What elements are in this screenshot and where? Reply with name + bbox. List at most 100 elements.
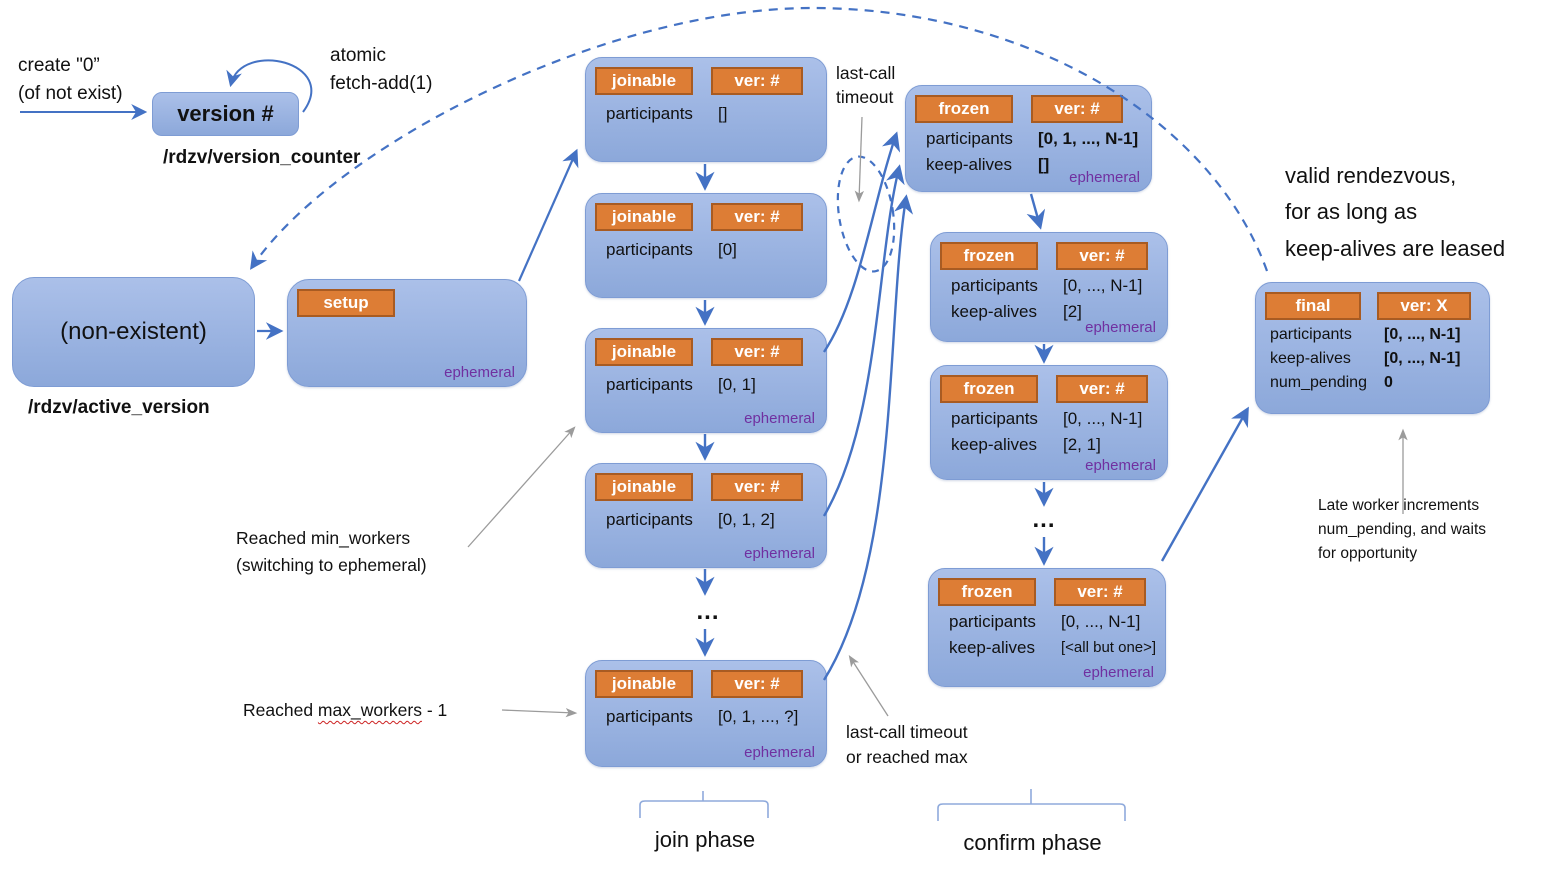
version-badge: ver: # (711, 203, 803, 231)
field-value: [0, ..., N-1] (1063, 409, 1143, 428)
field-label: participants (606, 104, 693, 123)
version-badge: ver: # (1056, 375, 1148, 403)
field-value: [2] (1063, 302, 1082, 321)
field-value: 0 (1384, 374, 1393, 391)
field-value: [0, ..., N-1] (1063, 276, 1143, 295)
nonexistent-label: (non-existent) (60, 318, 207, 345)
join-to-frozen-arrow (822, 194, 914, 681)
field-label: participants (606, 240, 693, 259)
ephemeral-label: ephemeral (1083, 664, 1154, 681)
atomic-fetch-add-label: atomic fetch-add(1) (330, 45, 433, 94)
state-badge: joinable (595, 473, 693, 501)
field-label: participants (951, 276, 1038, 295)
join-state-4: joinable ver: # participants [0, 1, 2] e… (585, 463, 827, 568)
field-label: keep-alives (949, 638, 1035, 657)
version-counter-label: version # (177, 101, 274, 126)
frozen-state-4: frozen ver: # participants [0, ..., N-1]… (928, 568, 1166, 687)
state-badge: final (1265, 292, 1361, 320)
reached-max-workers-label: Reached max_workers - 1 (243, 698, 447, 723)
field-label: participants (926, 129, 1013, 148)
reached-max-suffix: - 1 (421, 700, 448, 720)
nonexistent-box: (non-existent) (12, 277, 255, 387)
last-call-ellipse (836, 155, 896, 273)
version-badge: ver: # (711, 338, 803, 366)
create-zero-label: create "0” (of not exist) (18, 55, 123, 104)
field-label: keep-alives (926, 155, 1012, 174)
last-call-or-max-label: last-call timeout or reached max (846, 722, 968, 767)
reached-max-prefix: Reached (243, 700, 318, 720)
setup-state-box: setup ephemeral (287, 279, 527, 387)
frozen-state-2: frozen ver: # participants [0, ..., N-1]… (930, 232, 1168, 342)
state-badge: frozen (940, 375, 1038, 403)
state-badge: frozen (940, 242, 1038, 270)
final-state-box: final ver: X participants [0, ..., N-1] … (1255, 282, 1490, 414)
field-value: [0, 1] (718, 375, 756, 394)
ephemeral-label: ephemeral (744, 744, 815, 761)
version-counter-box: version # (152, 92, 299, 136)
max-workers-term: max_workers (317, 700, 422, 720)
field-value: [0, ..., N-1] (1384, 350, 1461, 367)
field-label: num_pending (1270, 374, 1367, 391)
reached-min-workers-label: Reached min_workers (switching to epheme… (236, 528, 427, 576)
join-phase-bracket (639, 791, 769, 818)
confirm-down-arrow (1026, 193, 1046, 230)
field-label: participants (1270, 326, 1352, 343)
setup-to-join-arrow (517, 148, 579, 282)
last-call-pointer (854, 116, 865, 203)
version-counter-path: /rdzv/version_counter (163, 147, 361, 168)
version-badge: ver: # (711, 67, 803, 95)
field-label: participants (606, 375, 693, 394)
field-label: keep-alives (951, 435, 1037, 454)
field-label: keep-alives (1270, 350, 1351, 367)
ephemeral-label: ephemeral (1085, 457, 1156, 474)
ephemeral-label: ephemeral (744, 410, 815, 427)
join-state-2: joinable ver: # participants [0] (585, 193, 827, 298)
state-badge: joinable (595, 67, 693, 95)
late-worker-label: Late worker increments num_pending, and … (1318, 497, 1487, 563)
last-call-or-max-pointer (848, 655, 889, 717)
join-to-frozen-arrow (822, 164, 905, 517)
version-badge: ver: X (1377, 292, 1471, 320)
frozen-state-1: frozen ver: # participants [0, 1, ..., N… (905, 85, 1152, 192)
valid-rendezvous-label: valid rendezvous, for as long as keep-al… (1285, 163, 1506, 261)
confirm-phase-label: confirm phase (963, 830, 1102, 855)
field-value: [<all but one>] (1061, 639, 1157, 656)
join-phase-label: join phase (654, 827, 756, 852)
state-badge: joinable (595, 670, 693, 698)
state-badge: joinable (595, 203, 693, 231)
field-value: [0, ..., N-1] (1384, 326, 1461, 343)
version-badge: ver: # (1054, 578, 1146, 606)
version-badge: ver: # (711, 473, 803, 501)
version-badge: ver: # (1031, 95, 1123, 123)
ephemeral-label: ephemeral (1085, 319, 1156, 336)
last-call-timeout-label: last-call timeout (836, 63, 896, 107)
max-workers-pointer (501, 707, 578, 718)
field-label: participants (949, 612, 1036, 631)
field-value: [0, 1, ..., ?] (718, 707, 799, 726)
field-value: [] (718, 104, 728, 123)
confirm-ellipsis: ... (1032, 506, 1056, 533)
state-badge: setup (297, 289, 395, 317)
min-workers-pointer (467, 426, 576, 548)
field-label: participants (606, 510, 693, 529)
join-ellipsis: ... (696, 598, 720, 625)
field-value: [0] (718, 240, 737, 259)
field-value: [] (1038, 155, 1050, 174)
field-value: [0, ..., N-1] (1061, 612, 1141, 631)
confirm-phase-bracket (937, 789, 1126, 821)
join-state-1: joinable ver: # participants [] (585, 57, 827, 162)
state-badge: frozen (938, 578, 1036, 606)
state-badge: frozen (915, 95, 1013, 123)
field-value: [0, 1, ..., N-1] (1038, 129, 1139, 148)
version-badge: ver: # (1056, 242, 1148, 270)
state-badge: joinable (595, 338, 693, 366)
join-to-frozen-arrow (823, 131, 901, 353)
join-state-3: joinable ver: # participants [0, 1] ephe… (585, 328, 827, 433)
version-badge: ver: # (711, 670, 803, 698)
frozen-to-final-arrow (1160, 406, 1249, 562)
ephemeral-label: ephemeral (444, 364, 515, 381)
field-label: participants (951, 409, 1038, 428)
frozen-state-3: frozen ver: # participants [0, ..., N-1]… (930, 365, 1168, 480)
field-label: keep-alives (951, 302, 1037, 321)
